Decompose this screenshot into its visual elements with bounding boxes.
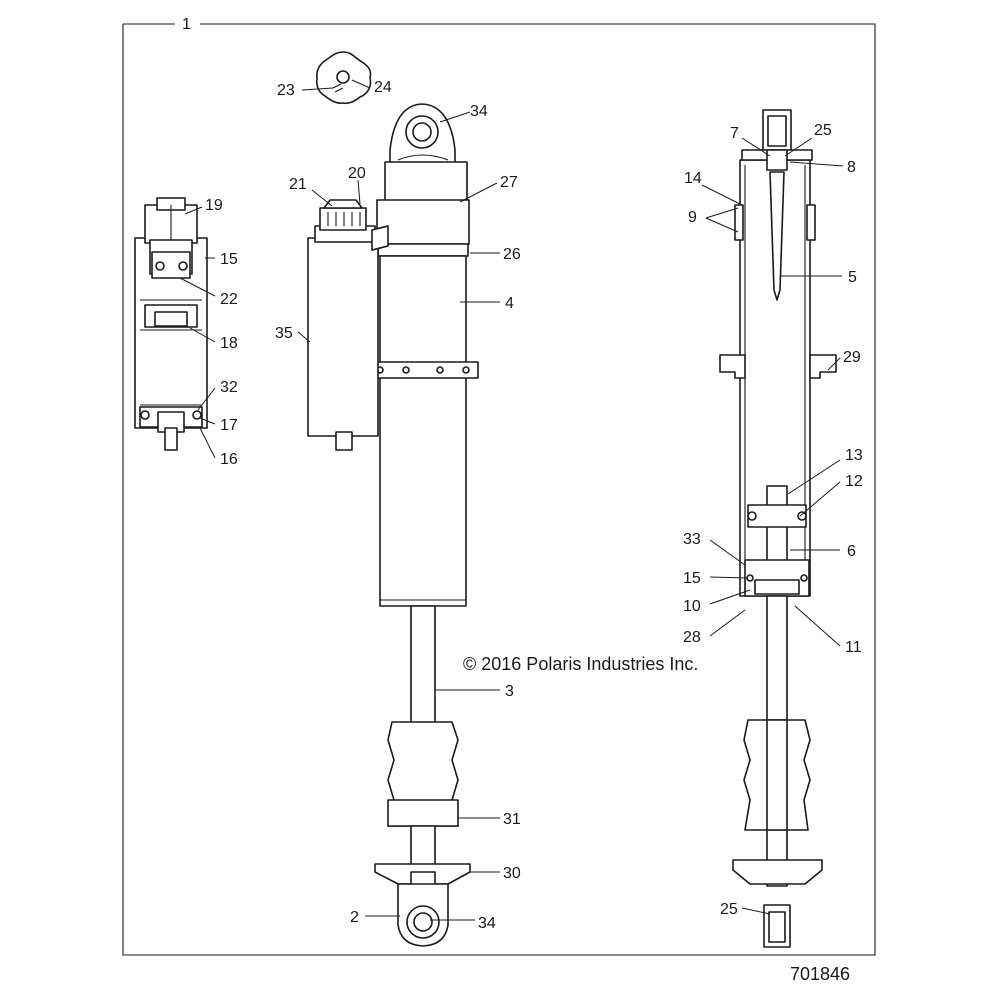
callout-31: 31	[503, 811, 521, 828]
callout-22: 22	[220, 291, 238, 308]
callout-28: 28	[683, 629, 701, 646]
callout-34-bottom: 34	[478, 915, 496, 932]
callout-24: 24	[374, 79, 392, 96]
shock-section-view	[719, 109, 837, 948]
callout-12: 12	[845, 473, 863, 490]
callout-25-bottom: 25	[720, 901, 738, 918]
drawing-number: 701846	[790, 964, 850, 984]
callout-26: 26	[503, 246, 521, 263]
callout-1: 1	[182, 16, 191, 33]
copyright-notice: © 2016 Polaris Industries Inc.	[463, 654, 698, 674]
callout-19: 19	[205, 197, 223, 214]
leader-lines	[179, 79, 844, 921]
callout-14: 14	[684, 170, 702, 187]
callout-35: 35	[275, 325, 293, 342]
callout-34-top: 34	[470, 103, 488, 120]
callout-6: 6	[847, 543, 856, 560]
callout-25-top: 25	[814, 122, 832, 139]
callout-15-section: 15	[683, 570, 701, 587]
shock-assembly	[307, 103, 479, 947]
callout-2: 2	[350, 909, 359, 926]
callout-4: 4	[505, 295, 514, 312]
valve-cap	[315, 51, 372, 105]
callout-9: 9	[688, 209, 697, 226]
callout-23: 23	[277, 82, 295, 99]
callout-20: 20	[348, 165, 366, 182]
callout-3: 3	[505, 683, 514, 700]
callout-18: 18	[220, 335, 238, 352]
callout-11: 11	[845, 639, 862, 656]
callout-16: 16	[220, 451, 238, 468]
callout-5: 5	[848, 269, 857, 286]
reservoir-cutaway	[134, 197, 208, 451]
callout-8: 8	[847, 159, 856, 176]
callout-21: 21	[289, 176, 307, 193]
callout-27: 27	[500, 174, 518, 191]
callout-17: 17	[220, 417, 238, 434]
assembly-frame	[122, 23, 876, 956]
callout-33: 33	[683, 531, 701, 548]
callout-32: 32	[220, 379, 238, 396]
callout-7: 7	[730, 125, 739, 142]
callout-13: 13	[845, 447, 863, 464]
callout-30: 30	[503, 865, 521, 882]
callout-15-reservoir: 15	[220, 251, 238, 268]
callout-10: 10	[683, 598, 701, 615]
callout-labels: 1 2 3 4 5 6 7 8 9 10 11 12 13 14 15 15 1…	[182, 16, 863, 932]
callout-29: 29	[843, 349, 861, 366]
